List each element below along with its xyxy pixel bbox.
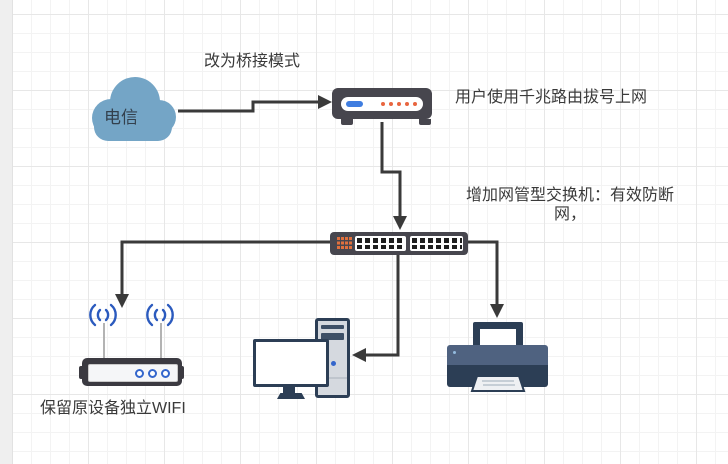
wifi-router-tab-left: [79, 366, 84, 379]
router-led-lights-icon: [381, 102, 385, 106]
router-foot-right: [419, 119, 431, 125]
router-foot-left: [341, 119, 353, 125]
connector-cloud-to-router[interactable]: [178, 95, 332, 113]
gigabit-router[interactable]: [332, 88, 432, 119]
annotation-switch-note-line2: 网，: [553, 206, 586, 223]
wifi-router-led-icon: [161, 369, 170, 378]
wifi-router-front-panel: [88, 364, 178, 382]
telecom-cloud-shape[interactable]: [85, 75, 181, 143]
canvas-left-edge: [0, 0, 13, 464]
switch-ports-row: [357, 238, 405, 243]
switch-ports-row: [412, 238, 462, 243]
wifi-signal-icon: [146, 303, 174, 327]
tower-power-led-icon: [330, 361, 336, 366]
telecom-cloud-label: 电信: [104, 108, 138, 127]
wifi-signal-icon: [89, 303, 117, 327]
tower-divider: [318, 377, 347, 379]
switch-ports-row: [357, 244, 405, 249]
wifi-antenna-left: [103, 323, 105, 360]
annotation-bridge-mode[interactable]: 改为桥接模式: [204, 53, 301, 70]
switch-ports-row: [412, 244, 462, 249]
switch-port-bank-1: [355, 236, 406, 251]
wifi-antenna-right: [160, 323, 162, 360]
router-front-panel: [341, 97, 423, 111]
connector-router-to-switch[interactable]: [380, 122, 407, 230]
annotation-wifi-note[interactable]: 保留原设备独立WIFI: [40, 400, 186, 417]
tower-drive-bay: [321, 333, 344, 340]
tower-drive-bay: [321, 325, 344, 329]
annotation-router-note[interactable]: 用户使用千兆路由拔号上网: [455, 89, 648, 106]
printer[interactable]: [447, 345, 548, 365]
connector-switch-to-computer[interactable]: [352, 254, 400, 362]
annotation-switch-note-line1: 增加网管型交换机：有效防断: [465, 187, 674, 204]
printer-power-led-icon: [453, 351, 456, 354]
monitor-stand-neck: [283, 385, 295, 393]
switch-led-grid-icon: [337, 237, 340, 240]
wifi-router-led-icon: [148, 369, 157, 378]
router-status-bar-icon: [346, 101, 363, 107]
managed-switch[interactable]: [330, 232, 468, 255]
wifi-router[interactable]: [82, 358, 182, 386]
connector-switch-to-wifi-router[interactable]: [115, 240, 332, 308]
wifi-router-led-icon: [135, 369, 144, 378]
monitor-stand-base: [277, 393, 305, 399]
annotation-switch-note[interactable]: 增加网管型交换机：有效防断 网，: [450, 186, 690, 224]
connector-switch-to-printer[interactable]: [466, 240, 504, 318]
computer-monitor[interactable]: [253, 339, 329, 387]
printer-output-tray: [470, 375, 526, 392]
switch-port-bank-2: [410, 236, 463, 251]
